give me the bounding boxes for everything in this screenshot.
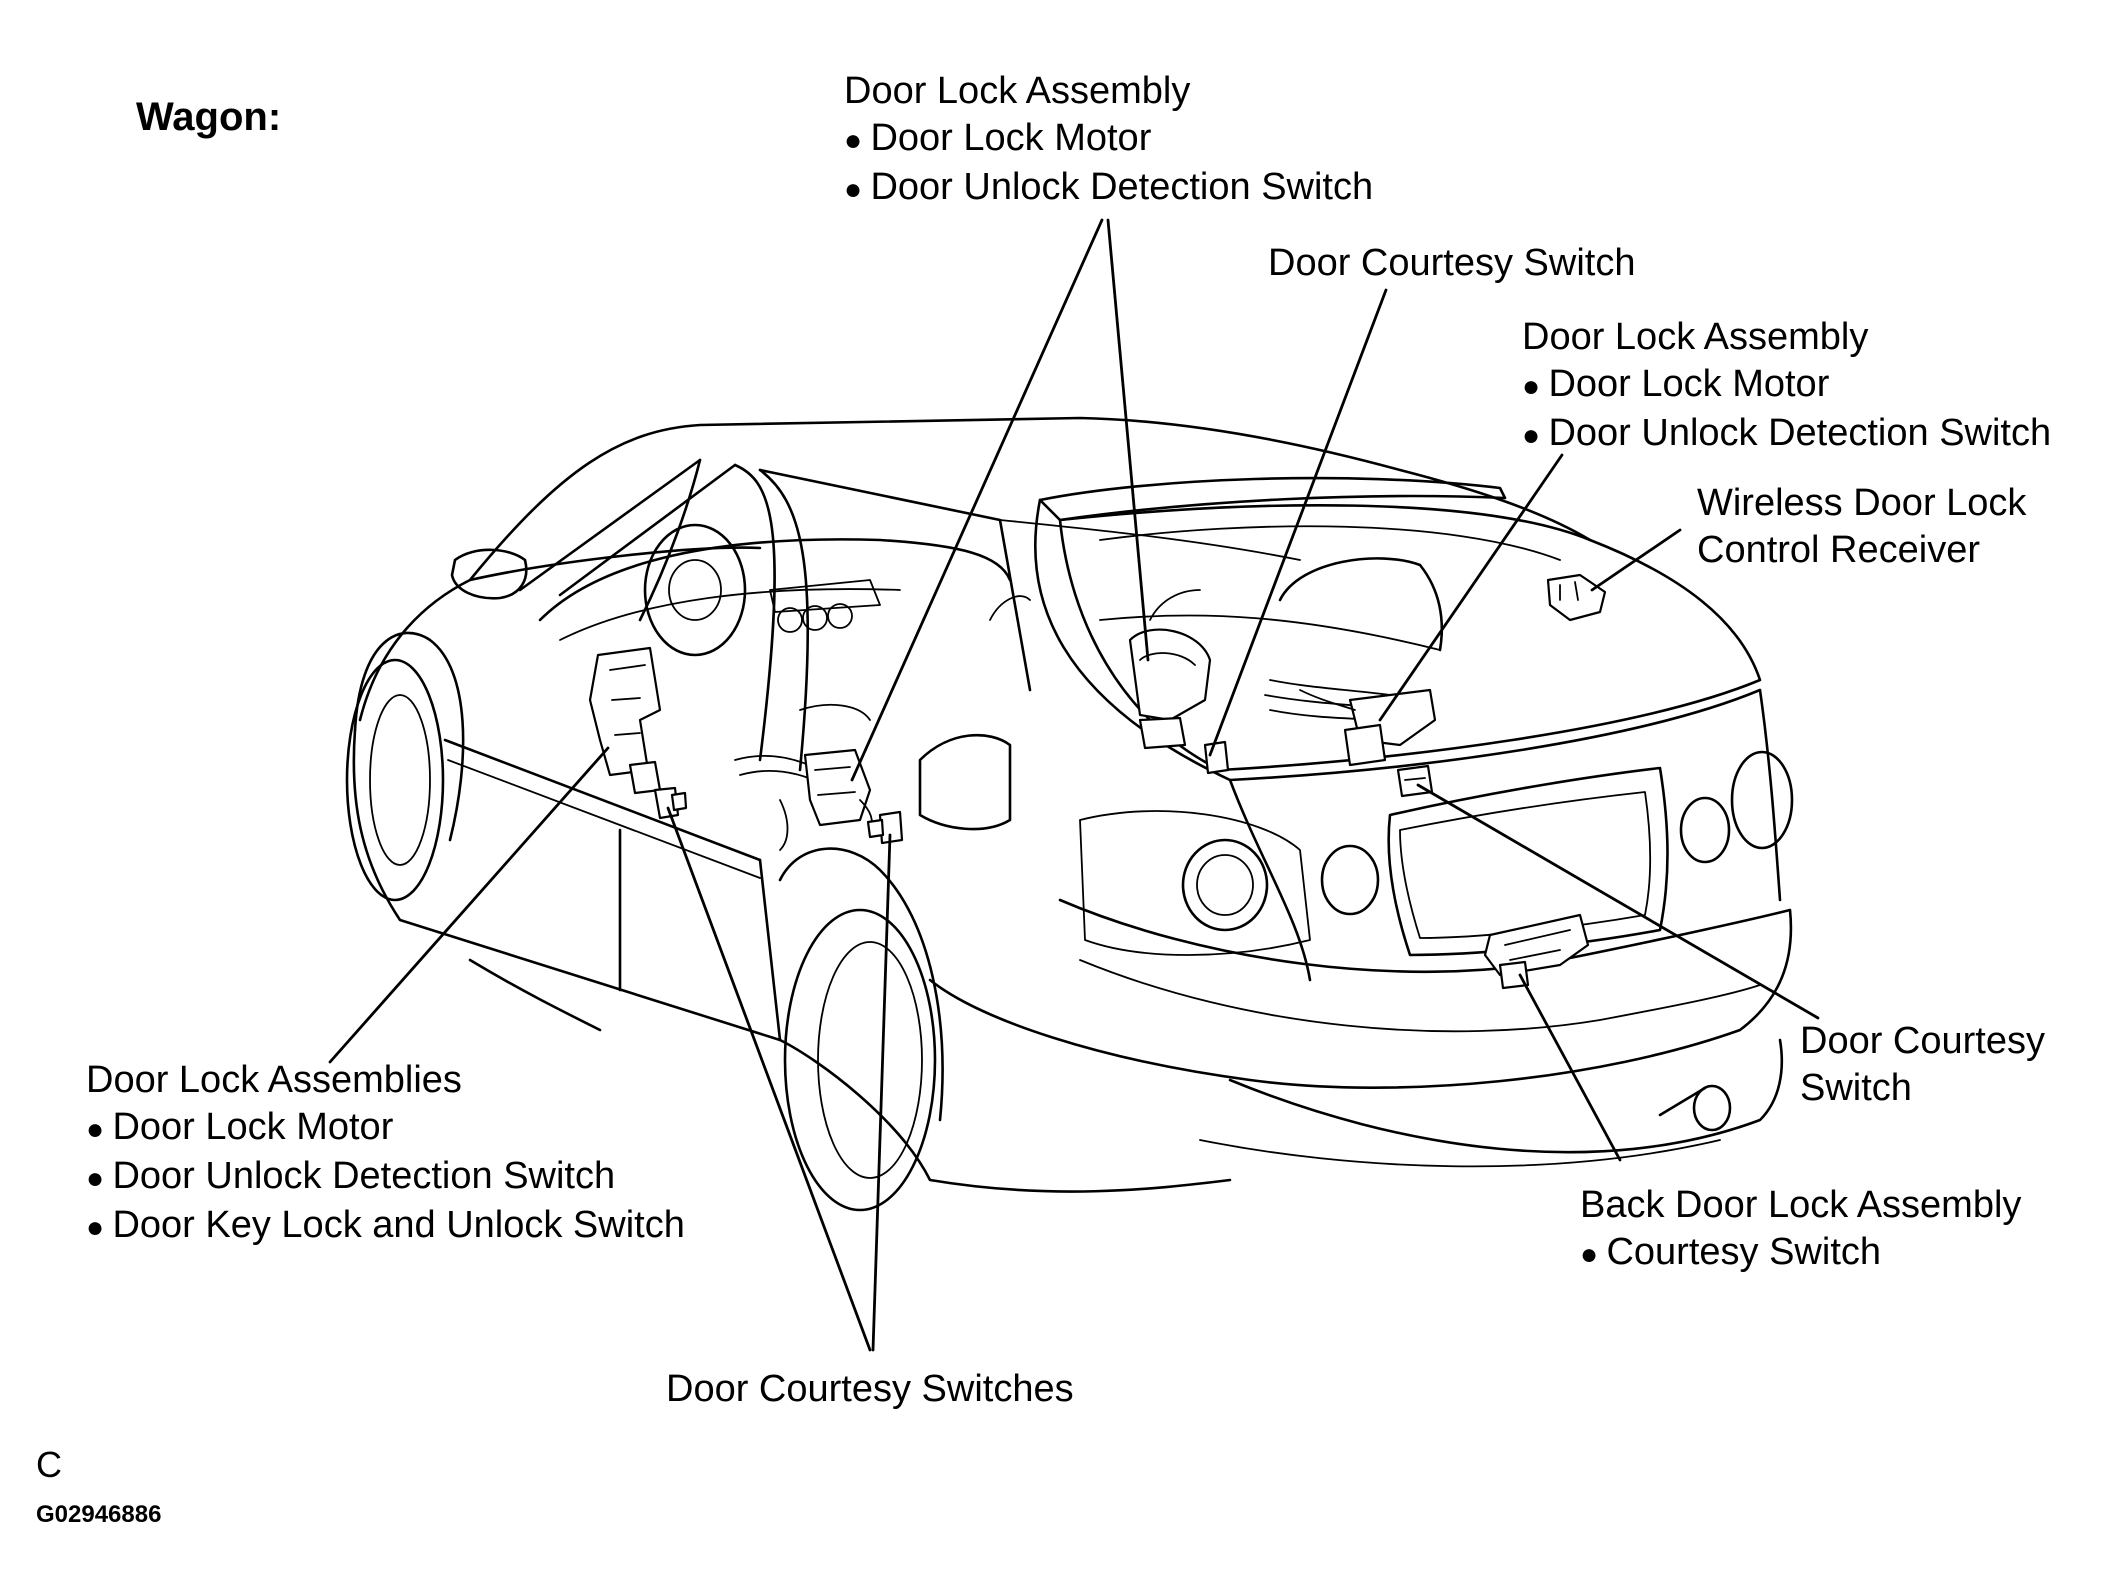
label-line: Control Receiver (1697, 529, 1980, 571)
figure-letter: C (36, 1444, 62, 1485)
leader-front-door-lock-b (1106, 218, 1150, 662)
label-wireless-door-lock-control-receiver: Wireless Door Lock Control Receiver (1697, 480, 2026, 574)
label-rear-door-lock-assembly: Door Lock Assembly Door Lock Motor Door … (1522, 314, 2051, 459)
label-line: Wireless Door Lock (1697, 482, 2027, 524)
label-door-courtesy-switches: Door Courtesy Switches (666, 1366, 1074, 1413)
label-item: Door Unlock Detection Switch (844, 164, 1373, 213)
leader-courtesy-switches-b (871, 833, 892, 1352)
wireless-door-lock-control-receiver-part (1546, 573, 1607, 622)
door-courtesy-switch-part-rear (1203, 740, 1230, 775)
car-interior (450, 458, 1444, 851)
label-title: Door Courtesy Switches (666, 1368, 1074, 1410)
label-line: Switch (1800, 1067, 1912, 1109)
leader-front-door-lock-a (850, 218, 1104, 782)
door-lock-assembly-part-driver (588, 646, 662, 795)
label-title: Back Door Lock Assembly (1580, 1184, 2022, 1226)
label-title: Door Courtesy Switch (1268, 242, 1636, 284)
leader-wireless-receiver (1590, 528, 1682, 592)
leader-rear-door-courtesy (1208, 288, 1388, 757)
door-lock-assembly-part-rear (1128, 589, 1212, 750)
label-item: Door Lock Motor (844, 115, 1373, 164)
label-item: Door Unlock Detection Switch (1522, 410, 2051, 459)
figure-code: G02946886 (36, 1501, 162, 1528)
label-title: Door Lock Assembly (844, 70, 1191, 112)
label-front-door-lock-assembly: Door Lock Assembly Door Lock Motor Door … (844, 68, 1373, 213)
label-rear-door-courtesy-switch: Door Courtesy Switch (1268, 240, 1635, 287)
label-item: Door Lock Motor (1522, 361, 2051, 410)
label-title: Door Lock Assemblies (86, 1059, 462, 1101)
diagram-heading: Wagon: (136, 95, 282, 139)
label-item: Door Key Lock and Unlock Switch (86, 1202, 684, 1251)
leader-driver-door-locks (328, 746, 610, 1064)
back-door-lock-assembly-part (1483, 913, 1590, 990)
label-back-door-courtesy-switch: Door Courtesy Switch (1800, 1018, 2045, 1112)
door-lock-assembly-part-front-passenger (803, 748, 873, 831)
door-lock-assembly-part-right (1299, 688, 1437, 767)
label-item: Door Unlock Detection Switch (86, 1153, 685, 1202)
car-body-outline (345, 416, 1794, 1212)
door-courtesy-switch-part-front (653, 786, 688, 820)
door-courtesy-switch-part-center (866, 810, 904, 845)
label-back-door-lock-assembly: Back Door Lock Assembly Courtesy Switch (1580, 1182, 2021, 1278)
leader-back-door-courtesy (1416, 783, 1820, 1020)
label-line: Door Courtesy (1800, 1020, 2045, 1062)
leader-back-door-lock (1518, 973, 1622, 1162)
leader-courtesy-switches-a (666, 806, 872, 1352)
leader-rear-door-lock (1378, 453, 1564, 722)
label-title: Door Lock Assembly (1522, 316, 1869, 358)
label-item: Door Lock Motor (86, 1104, 685, 1153)
label-door-lock-assemblies: Door Lock Assemblies Door Lock Motor Doo… (86, 1057, 685, 1251)
leader-lines (328, 218, 1820, 1352)
label-item: Courtesy Switch (1580, 1229, 2021, 1278)
